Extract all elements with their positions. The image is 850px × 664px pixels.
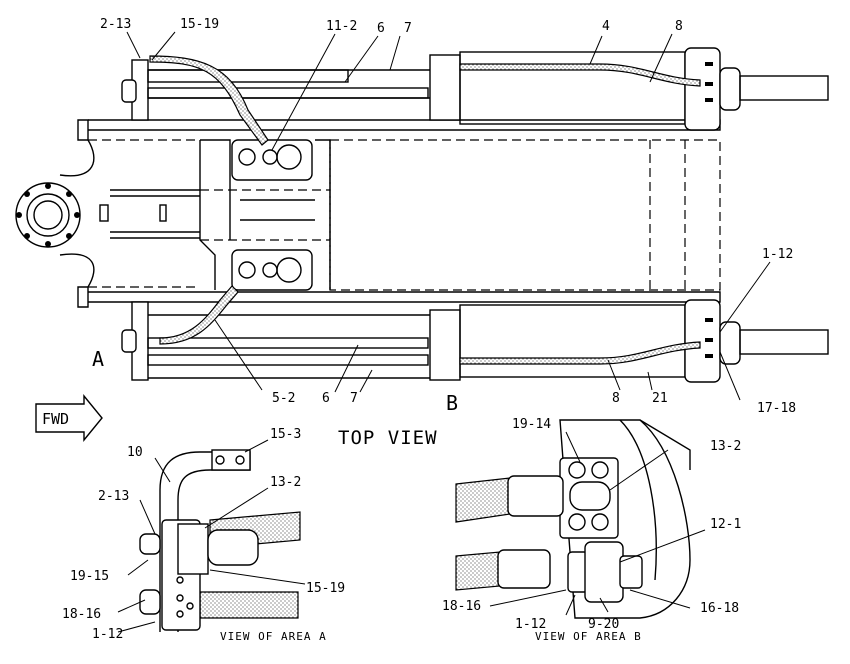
area-b-callout-19-14: 19-14 [512,417,551,432]
area-a-callout-19-15: 19-15 [70,569,109,584]
top-view: 2-13 15-19 11-2 6 7 4 8 1-12 5-2 6 7 8 2… [15,17,829,416]
fwd-label: FWD [42,410,69,428]
pivot-hitch [15,182,81,248]
callout-4: 4 [602,19,610,34]
callout-7b: 7 [350,391,358,406]
callout-7: 7 [404,21,412,36]
callout-17-18: 17-18 [757,401,796,416]
lower-cylinder [121,285,829,383]
callout-1-12: 1-12 [762,247,793,262]
area-a-caption: VIEW OF AREA A [220,630,327,643]
callout-15-19: 15-19 [180,17,219,32]
valve-block-upper [231,139,313,181]
area-a-callout-10: 10 [127,445,143,460]
area-a-callout-2-13: 2-13 [98,489,129,504]
area-a-callout-18-16: 18-16 [62,607,101,622]
callout-11-2: 11-2 [326,19,357,34]
callout-2-13: 2-13 [100,17,131,32]
fwd-arrow: FWD [35,394,103,442]
area-b-callout-1-12: 1-12 [515,617,546,632]
callout-21: 21 [652,391,668,406]
area-b-caption: VIEW OF AREA B [535,630,642,643]
frame [59,119,721,308]
area-b-callout-18-16: 18-16 [442,599,481,614]
area-a-callout-13-2: 13-2 [270,475,301,490]
area-a-callout-1-12: 1-12 [92,627,123,642]
area-b-callout-13-2: 13-2 [710,439,741,454]
area-b-callout-16-18: 16-18 [700,601,739,616]
callout-8b: 8 [612,391,620,406]
valve-block-lower [231,249,313,291]
callout-8: 8 [675,19,683,34]
area-b-callout-12-1: 12-1 [710,517,741,532]
area-a-callout-15-3: 15-3 [270,427,301,442]
upper-cylinder [121,47,829,146]
view-of-area-a: 10 15-3 2-13 13-2 19-15 15-19 18-16 1-12… [62,427,345,643]
view-title: TOP VIEW [338,427,438,449]
area-b-marker: B [446,391,458,415]
view-of-area-b: 19-14 13-2 12-1 18-16 1-12 9-20 16-18 VI… [442,417,741,643]
top-leaders [126,31,771,401]
area-b-callout-9-20: 9-20 [588,617,619,632]
area-a-marker: A [92,347,104,371]
area-a-callout-15-19: 15-19 [306,581,345,596]
callout-6: 6 [377,21,385,36]
callout-5-2: 5-2 [272,391,295,406]
callout-6b: 6 [322,391,330,406]
